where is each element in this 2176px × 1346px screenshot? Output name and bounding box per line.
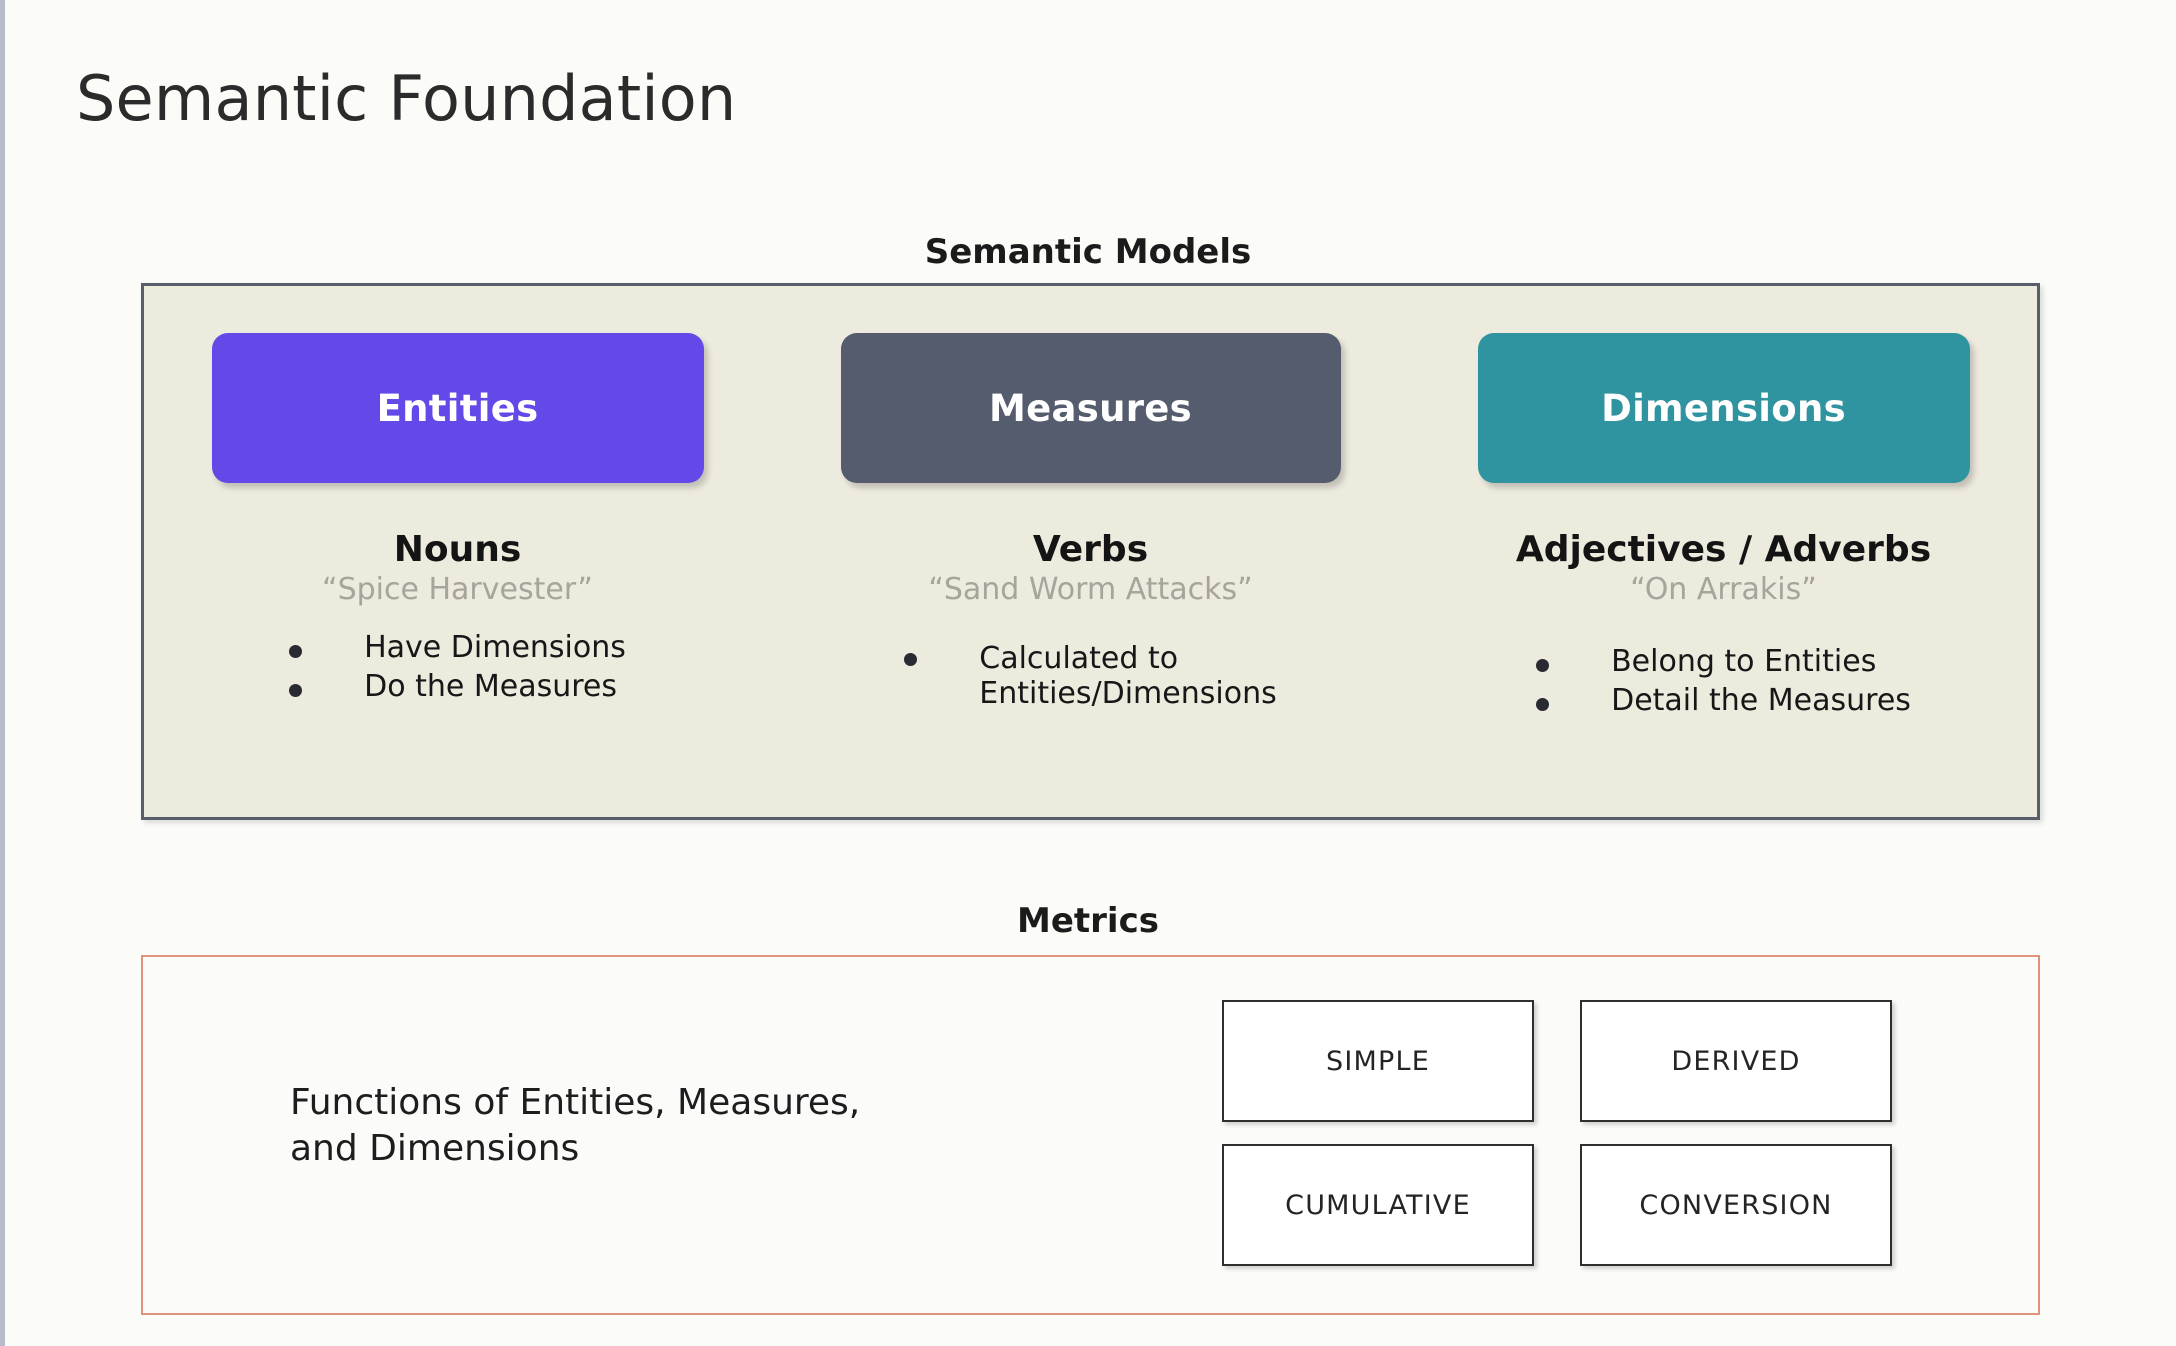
semantic-model-column-entities: Entities Nouns “Spice Harvester” Have Di… [141,283,774,820]
dimensions-part-of-speech: Adjectives / Adverbs [1515,529,1932,570]
list-item: Have Dimensions [289,633,626,663]
entities-bullet-0: Have Dimensions [364,630,626,665]
bullet-dot-icon [289,645,303,658]
bullet-dot-icon [1536,659,1550,672]
bullet-dot-icon [289,684,303,697]
measures-part-of-speech: Verbs [1032,529,1149,570]
list-item: Detail the Measures [1536,686,1911,716]
measures-example: “Sand Worm Attacks” [928,572,1253,607]
bullet-dot-icon [904,653,918,666]
measures-bullet-list: Calculated to Entities/Dimensions [904,641,1277,721]
entities-bullet-1: Do the Measures [364,669,617,704]
list-item: Do the Measures [289,672,626,702]
measures-chip[interactable]: Measures [840,333,1341,483]
entities-chip[interactable]: Entities [211,333,704,483]
semantic-model-column-measures: Measures Verbs “Sand Worm Attacks” Calcu… [774,283,1407,820]
metric-type-derived[interactable]: DERIVED [1580,1000,1892,1122]
metric-type-conversion[interactable]: CONVERSION [1580,1144,1892,1266]
semantic-models-heading: Semantic Models [924,232,1252,272]
list-item: Belong to Entities [1536,647,1911,677]
metrics-heading: Metrics [1017,901,1159,941]
semantic-model-column-dimensions: Dimensions Adjectives / Adverbs “On Arra… [1407,283,2040,820]
entities-part-of-speech: Nouns [393,529,522,570]
dimensions-bullet-0: Belong to Entities [1611,644,1877,679]
entities-example: “Spice Harvester” [322,572,593,607]
list-item: Calculated to Entities/Dimensions [904,641,1277,712]
metrics-description: Functions of Entities, Measures, and Dim… [290,1082,861,1170]
measures-bullet-0: Calculated to Entities/Dimensions [979,641,1277,712]
metric-type-cumulative[interactable]: CUMULATIVE [1222,1144,1534,1266]
metric-type-simple[interactable]: SIMPLE [1222,1000,1534,1122]
entities-bullet-list: Have Dimensions Do the Measures [289,633,626,711]
metrics-type-grid: SIMPLE DERIVED CUMULATIVE CONVERSION [1222,1000,1902,1266]
dimensions-bullet-list: Belong to Entities Detail the Measures [1536,647,1911,725]
left-edge-strip [0,0,5,1346]
dimensions-bullet-1: Detail the Measures [1611,683,1911,718]
dimensions-chip[interactable]: Dimensions [1477,333,1970,483]
page-title: Semantic Foundation [76,62,737,135]
dimensions-example: “On Arrakis” [1630,572,1817,607]
semantic-models-columns: Entities Nouns “Spice Harvester” Have Di… [141,283,2040,820]
bullet-dot-icon [1536,698,1550,711]
